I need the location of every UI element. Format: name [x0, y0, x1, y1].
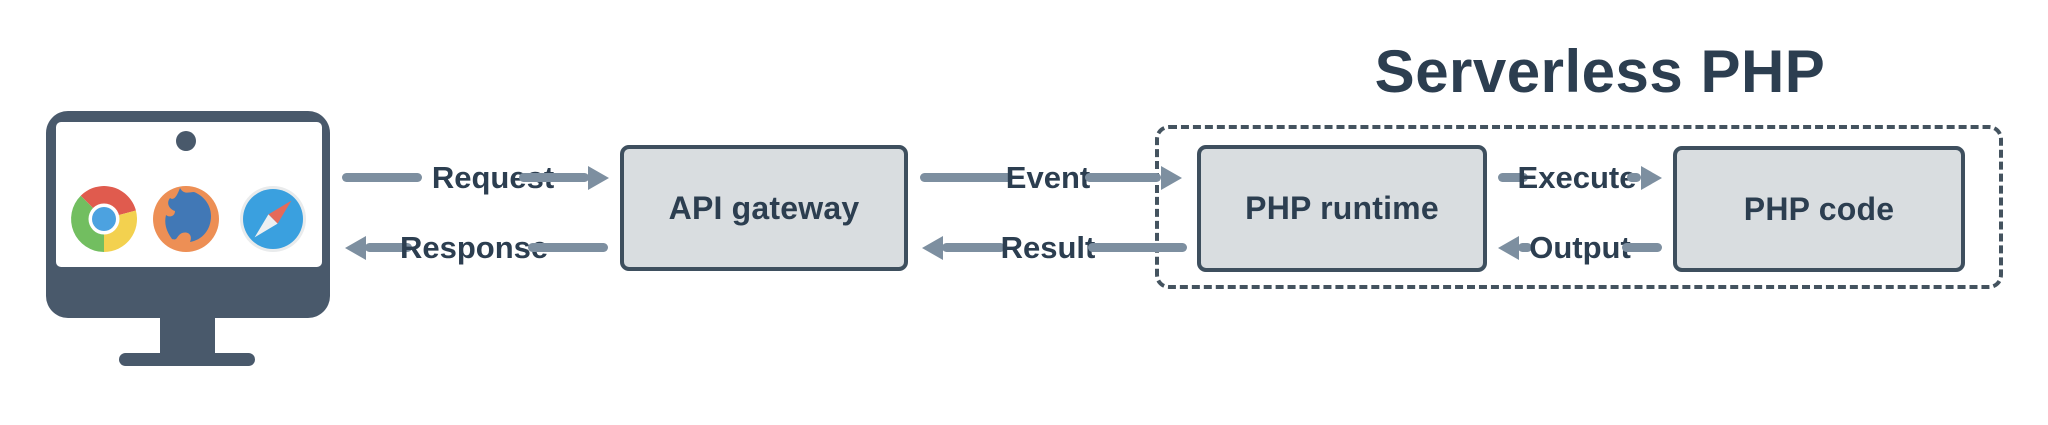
result-arrowhead-icon: [922, 236, 943, 260]
output-arrow-line-right: [1622, 243, 1662, 252]
php-runtime-box: PHP runtime: [1197, 145, 1487, 272]
result-arrow-line-right: [1088, 243, 1187, 252]
output-arrowhead-icon: [1498, 236, 1519, 260]
response-arrow-line-left: [365, 243, 412, 252]
firefox-icon: [153, 186, 219, 252]
response-label: Response: [400, 230, 549, 265]
result-arrow-line-left: [942, 243, 1005, 252]
api-gateway-box: API gateway: [620, 145, 908, 271]
response-arrow-line-right: [528, 243, 608, 252]
execute-arrow-line-left: [1498, 173, 1528, 182]
result-label: Result: [1000, 230, 1096, 265]
api-gateway-label: API gateway: [668, 189, 860, 226]
chrome-icon: [71, 186, 138, 252]
php-code-box: PHP code: [1673, 146, 1965, 272]
event-arrow-line-left: [920, 173, 1013, 182]
monitor-stand-base: [119, 353, 255, 366]
diagram-title: Serverless PHP: [1374, 38, 1826, 105]
execute-label: Execute: [1517, 160, 1637, 195]
execute-arrow-line-right: [1627, 173, 1641, 182]
camera-dot-icon: [176, 131, 196, 151]
request-arrow-line-left: [342, 173, 422, 182]
response-arrowhead-icon: [345, 236, 366, 260]
event-label: Event: [1005, 160, 1091, 195]
php-runtime-label: PHP runtime: [1245, 190, 1439, 226]
output-label: Output: [1529, 230, 1631, 265]
php-code-label: PHP code: [1743, 190, 1895, 227]
request-arrowhead-icon: [588, 166, 609, 190]
safari-icon: [240, 186, 306, 252]
client-computer-icon: [46, 111, 330, 366]
output-arrow-line-left: [1518, 243, 1532, 252]
serverless-dashed-boundary: [1155, 125, 2003, 289]
event-arrow-line-right: [1085, 173, 1161, 182]
event-arrowhead-icon: [1161, 166, 1182, 190]
request-arrow-line-right: [519, 173, 589, 182]
execute-arrowhead-icon: [1641, 166, 1662, 190]
